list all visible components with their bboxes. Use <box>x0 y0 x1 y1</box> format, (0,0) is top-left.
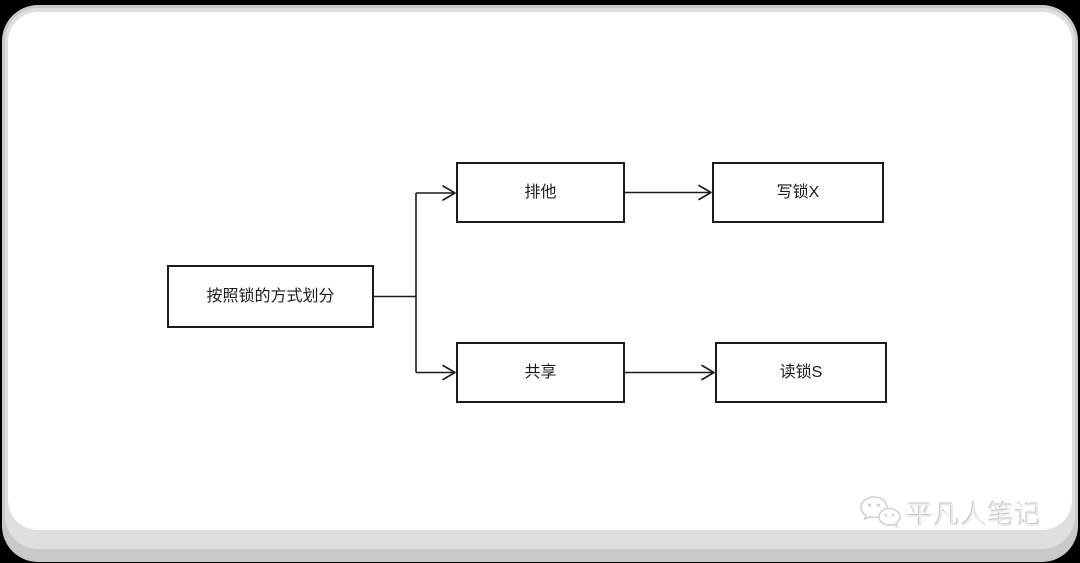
node-shared-label: 共享 <box>524 363 556 381</box>
node-root-box <box>167 265 374 328</box>
node-exclusive-box <box>456 162 625 223</box>
watermark: 平凡人笔记 <box>858 494 1042 532</box>
node-writelock-label: 写锁X <box>777 183 820 201</box>
node-root-label: 按照锁的方式划分 <box>206 287 334 305</box>
node-writelock-box <box>712 162 884 223</box>
arrowhead-to-exclusive <box>442 185 456 201</box>
watermark-text: 平凡人笔记 <box>907 499 1043 530</box>
wechat-icon <box>860 496 901 529</box>
arrowhead-to-shared <box>442 364 456 381</box>
node-exclusive-label: 排他 <box>524 183 556 201</box>
node-shared-box <box>456 342 625 403</box>
node-readlock-label: 读锁S <box>780 363 823 381</box>
arrowhead-to-readlock <box>701 364 715 381</box>
node-readlock-box <box>715 342 887 403</box>
arrowhead-to-writelock <box>698 184 712 201</box>
edge-root-branch-lines <box>373 192 454 374</box>
